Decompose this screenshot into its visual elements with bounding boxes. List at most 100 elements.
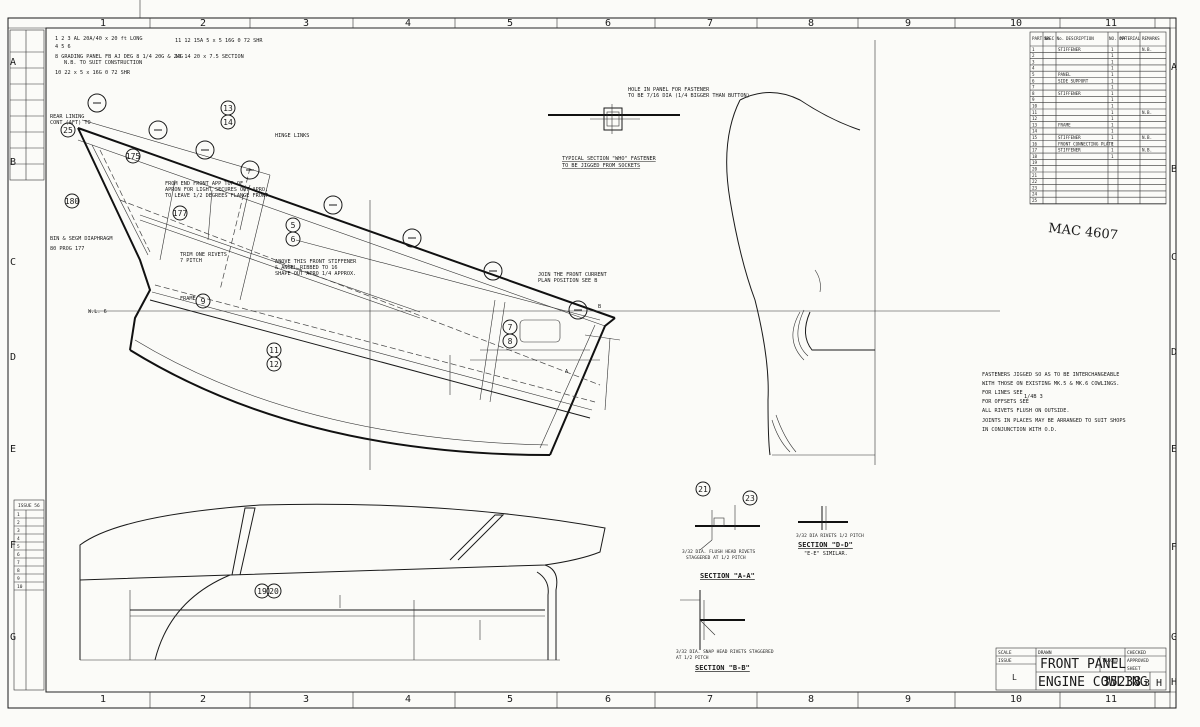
bom-off: 1	[1111, 78, 1114, 83]
callout-19: 19	[254, 583, 270, 599]
mid-note-3: SHAPE OUT APRO 1/4 APPROX.	[275, 271, 356, 277]
mid-note: ABOVE THIS FRONT STIFFENER	[275, 259, 357, 265]
hinge-label: HINGE LINKS	[275, 133, 309, 139]
dim-b-label: B	[598, 304, 601, 310]
side-elevation-view	[79, 503, 606, 661]
zone-col-9: 9	[905, 18, 911, 29]
zone-row-left-D: D	[10, 352, 16, 363]
svg-text:5: 5	[291, 221, 296, 230]
sheet-ref: 3	[1144, 678, 1150, 689]
zone-row-right-H: H	[1171, 677, 1177, 688]
bom-off: 1	[1111, 148, 1114, 153]
section-a-a	[695, 505, 760, 551]
zone-col-bottom-2: 2	[200, 694, 206, 705]
tb-drawn-label: DRAWN	[1038, 650, 1052, 656]
section-labels: 3/32 DIA. FLUSH HEAD RIVETS STAGGERED AT…	[676, 533, 864, 672]
general-notes: FASTENERS JIGGED SO AS TO BE INTERCHANGE…	[982, 372, 1126, 433]
bom-header-remarks: REMARKS	[1142, 36, 1160, 41]
handwritten-ref: MAC 4607	[1048, 221, 1119, 243]
bom-part-no: 9	[1032, 97, 1035, 102]
tb-traced-label: TRACED	[1102, 658, 1119, 664]
svg-text:13: 13	[223, 104, 233, 113]
top-note-2: 4 5 6	[55, 44, 71, 50]
zone-row-left-C: C	[10, 257, 16, 268]
bom-header-desc: DESCRIPTION	[1066, 36, 1094, 41]
top-note-5: 10 22 x 5 x 16G 0 72 SHR	[55, 70, 131, 76]
section-d-title: SECTION "D-D"	[798, 541, 853, 549]
callout-6: 6	[285, 231, 301, 247]
bom-header: PART No. SPEC No. DESCRIPTION NO. OFF MA…	[1032, 36, 1160, 41]
zone-row-right-C: C	[1171, 252, 1177, 263]
svg-text:23: 23	[745, 494, 755, 503]
bom-part-no: 12	[1032, 116, 1038, 121]
bom-part-no: 19	[1032, 160, 1038, 165]
left-note: BIN & SEGM DIAPHRAGM	[50, 236, 112, 242]
bom-off: 1	[1111, 129, 1114, 134]
title-block	[995, 647, 1167, 691]
bom-part-no: 4	[1032, 66, 1035, 71]
top-note-6: 11 12 15A 5 x 5 16G 0 72 SHR	[175, 38, 263, 44]
fastener-mark	[148, 120, 168, 140]
zone-row-right-E: E	[1171, 444, 1177, 455]
bom-part-no: 11	[1032, 110, 1038, 115]
bom-off: 1	[1111, 154, 1114, 159]
callout-25: 25	[60, 122, 76, 138]
bom-header-material: MATERIAL	[1120, 36, 1141, 41]
zone-col-bottom-1: 1	[100, 694, 106, 705]
bom-desc: STIFFENER	[1058, 47, 1081, 52]
title-line-2: ENGINE COWLING	[1038, 675, 1148, 690]
typical-section-title: TYPICAL SECTION "WHO" FASTENER	[562, 156, 657, 162]
drawing-number: 35238	[1102, 675, 1141, 690]
right-panel-note: JOIN THE FRONT CURRENT	[538, 272, 607, 278]
note-line-4: FOR OFFSETS SEE	[982, 399, 1029, 405]
frame-label: FRAME	[180, 296, 196, 302]
top-note-7: 13 14 20 x 7.5 SECTION	[175, 54, 244, 60]
bom-part-no: 16	[1032, 141, 1038, 146]
zone-col-bottom-5: 5	[507, 694, 513, 705]
top-notes: 1 2 3 AL 20A/40 x 20 ft LONG 4 5 6 8 GRA…	[55, 36, 263, 76]
bom-desc: STIFFENER	[1058, 91, 1081, 96]
fastener-mark	[483, 261, 503, 281]
note-line-2: WITH THOSE ON EXISTING MK.5 & MK.6 COWLI…	[982, 381, 1119, 387]
zone-row-right-G: G	[1171, 632, 1177, 643]
tb-issue-label: ISSUE	[998, 658, 1012, 664]
bom-part-no: 21	[1032, 173, 1038, 178]
top-note-3: 8 GRADING PANEL FB AJ DEG 8 1/4 20G & 24…	[55, 54, 183, 60]
callout-7: 7	[502, 319, 518, 335]
section-b-note-2: AT 1/2 PITCH	[676, 655, 709, 661]
bom-off: 1	[1111, 141, 1114, 146]
callout-21: 21	[695, 481, 711, 497]
bom-off: 1	[1111, 72, 1114, 77]
bom-part-no: 17	[1032, 148, 1038, 153]
bom-remarks: N.B.	[1142, 135, 1152, 140]
zone-col-bottom-7: 7	[707, 694, 713, 705]
bom-row: 19	[1032, 160, 1038, 165]
scale-value: L	[1012, 673, 1017, 682]
front-panel-view	[77, 93, 1000, 470]
svg-text:14: 14	[223, 118, 233, 127]
zone-row-left-A: A	[10, 57, 16, 68]
bom-part-no: 15	[1032, 135, 1038, 140]
issue-row: 3	[17, 528, 20, 534]
zone-col-bottom-9: 9	[905, 694, 911, 705]
fastener-note-2: TO BE 7/16 DIA (1/4 BIGGER THAN BUTTON)	[628, 93, 750, 99]
zone-row-left-G: G	[10, 632, 16, 643]
revision-letter: H	[1156, 678, 1162, 689]
bom-off: 1	[1111, 110, 1114, 115]
bom-remarks: N.B.	[1142, 110, 1152, 115]
typical-fastener-section	[548, 104, 680, 134]
bom-header-off: NO. OFF	[1109, 36, 1127, 41]
issue-row: 9	[17, 576, 20, 582]
bom-part-no: 20	[1032, 167, 1038, 172]
callout-11: 11	[266, 342, 282, 358]
section-a-note: 3/32 DIA. FLUSH HEAD RIVETS	[682, 549, 755, 555]
